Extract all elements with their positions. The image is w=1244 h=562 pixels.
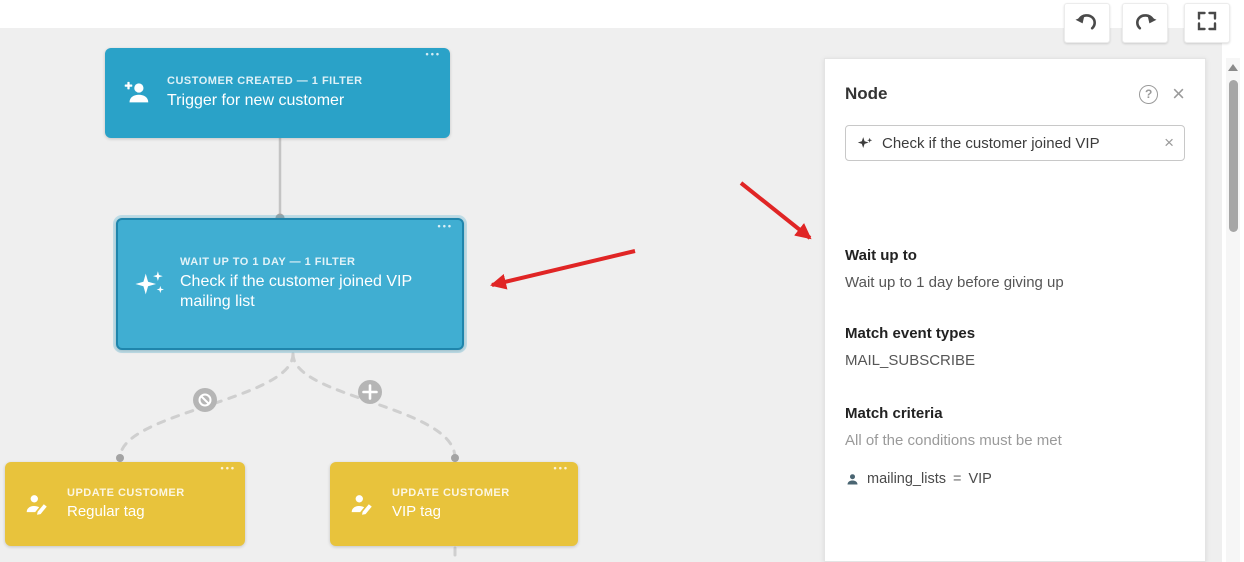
- undo-icon: [1074, 10, 1100, 37]
- fullscreen-icon: [1195, 9, 1219, 38]
- match-criteria-section: Match criteria All of the conditions mus…: [845, 405, 1185, 487]
- match-branch-icon[interactable]: [358, 380, 382, 404]
- undo-button[interactable]: [1064, 3, 1110, 43]
- node-type-label: UPDATE CUSTOMER: [67, 486, 185, 499]
- wait-up-to-section: Wait up to Wait up to 1 day before givin…: [845, 247, 1185, 291]
- node-title: Regular tag: [67, 502, 145, 520]
- sparkles-icon: [856, 134, 874, 152]
- node-title: Check if the customer joined VIP mailing…: [180, 273, 412, 310]
- selected-node-chip[interactable]: Check if the customer joined VIP ×: [845, 125, 1185, 161]
- node-text: WAIT UP TO 1 DAY — 1 FILTER Check if the…: [180, 256, 436, 312]
- section-body: Wait up to 1 day before giving up: [845, 274, 1064, 291]
- connector-endpoint-dot: [451, 454, 459, 462]
- panel-scrollbar[interactable]: [1226, 58, 1240, 562]
- node-details-panel: Node ? × Check if the customer joined VI…: [824, 58, 1206, 562]
- chip-remove-icon[interactable]: ×: [1164, 133, 1174, 152]
- scrollbar-thumb[interactable]: [1228, 80, 1238, 232]
- redo-icon: [1132, 10, 1158, 37]
- node-text: CUSTOMER CREATED — 1 FILTER Trigger for …: [167, 75, 363, 111]
- person-edit-icon: [344, 491, 380, 517]
- connector-endpoint-dot: [116, 454, 124, 462]
- condition-value: VIP: [968, 471, 992, 487]
- node-menu-icon[interactable]: •••: [425, 49, 441, 59]
- node-menu-icon[interactable]: •••: [220, 463, 236, 473]
- node-title: Trigger for new customer: [167, 92, 345, 109]
- node-check-vip-join[interactable]: ••• WAIT UP TO 1 DAY — 1 FILTER Check if…: [116, 218, 464, 350]
- condition-field: mailing_lists: [867, 471, 946, 487]
- node-menu-icon[interactable]: •••: [553, 463, 569, 473]
- close-icon[interactable]: ×: [1172, 81, 1185, 106]
- condition-row: mailing_lists = VIP: [845, 471, 1185, 487]
- node-vip-tag[interactable]: ••• UPDATE CUSTOMER VIP tag: [330, 462, 578, 546]
- chip-label: Check if the customer joined VIP: [882, 134, 1100, 152]
- node-title: VIP tag: [392, 502, 441, 520]
- sparkles-icon: [132, 267, 168, 301]
- redo-button[interactable]: [1122, 3, 1168, 43]
- match-event-types-section: Match event types MAIL_SUBSCRIBE: [845, 325, 1185, 369]
- section-heading: Wait up to: [845, 247, 917, 264]
- node-type-label: WAIT UP TO 1 DAY — 1 FILTER: [180, 256, 356, 268]
- node-type-label: CUSTOMER CREATED — 1 FILTER: [167, 75, 363, 87]
- person-add-icon: [119, 78, 155, 108]
- panel-title: Node: [845, 84, 888, 103]
- panel-header: Node ? ×: [845, 83, 1185, 105]
- person-edit-icon: [19, 491, 55, 517]
- node-text: UPDATE CUSTOMER Regular tag: [67, 487, 185, 522]
- person-icon: [845, 472, 860, 487]
- section-heading: Match criteria: [845, 405, 943, 422]
- node-trigger-for-new-customer[interactable]: ••• CUSTOMER CREATED — 1 FILTER Trigger …: [105, 48, 450, 138]
- scroll-up-arrow-icon[interactable]: [1228, 64, 1238, 71]
- node-text: UPDATE CUSTOMER VIP tag: [392, 487, 510, 522]
- fullscreen-button[interactable]: [1184, 3, 1230, 43]
- node-regular-tag[interactable]: ••• UPDATE CUSTOMER Regular tag: [5, 462, 245, 546]
- condition-operator: =: [952, 471, 962, 487]
- node-menu-icon[interactable]: •••: [437, 221, 453, 231]
- section-body: MAIL_SUBSCRIBE: [845, 352, 976, 369]
- criteria-note: All of the conditions must be met: [845, 432, 1062, 449]
- no-match-branch-icon[interactable]: [193, 388, 217, 412]
- node-type-label: UPDATE CUSTOMER: [392, 486, 510, 499]
- section-heading: Match event types: [845, 325, 976, 342]
- help-icon[interactable]: ?: [1139, 84, 1159, 104]
